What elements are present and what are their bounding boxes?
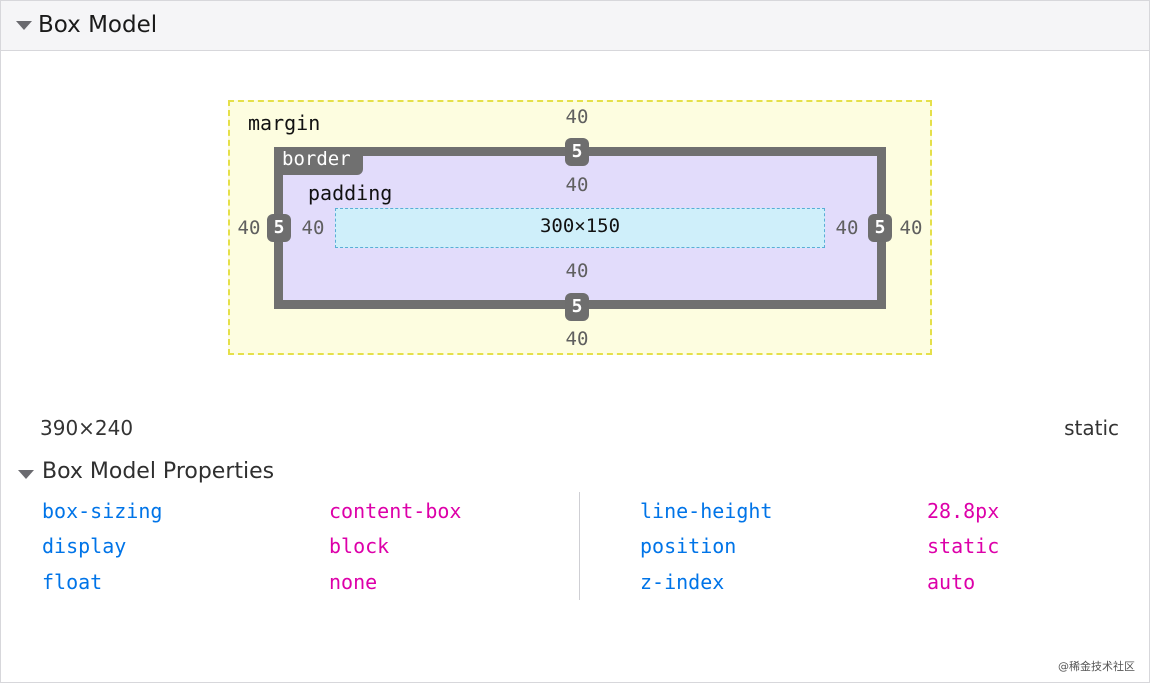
padding-right-value[interactable]: 40 [835, 217, 859, 239]
content-region [335, 208, 825, 248]
margin-top-value[interactable]: 40 [565, 106, 589, 128]
property-value[interactable]: static [927, 534, 1000, 558]
property-name[interactable]: z-index [640, 570, 725, 594]
property-value[interactable]: none [329, 570, 378, 594]
margin-label: margin [248, 111, 321, 135]
property-value[interactable]: block [329, 534, 390, 558]
property-name[interactable]: display [42, 534, 127, 558]
property-value[interactable]: 28.8px [927, 499, 1000, 523]
property-name[interactable]: position [640, 534, 737, 558]
border-top-value[interactable]: 5 [565, 138, 589, 166]
padding-top-value[interactable]: 40 [565, 174, 589, 196]
border-bottom-value[interactable]: 5 [565, 293, 589, 321]
border-right-value[interactable]: 5 [868, 214, 892, 242]
margin-bottom-value[interactable]: 40 [565, 328, 589, 350]
margin-left-value[interactable]: 40 [237, 217, 261, 239]
property-name[interactable]: float [42, 570, 103, 594]
property-value[interactable]: auto [927, 570, 976, 594]
box-model-header[interactable]: Box Model [1, 1, 1149, 51]
element-position: static [1064, 416, 1119, 440]
border-label: border [282, 148, 351, 170]
property-name[interactable]: line-height [640, 499, 773, 523]
padding-left-value[interactable]: 40 [301, 217, 325, 239]
properties-title: Box Model Properties [42, 459, 275, 484]
collapse-triangle-icon[interactable] [16, 21, 32, 30]
border-left-value[interactable]: 5 [267, 214, 291, 242]
margin-right-value[interactable]: 40 [899, 217, 923, 239]
content-size[interactable]: 300×150 [539, 215, 621, 237]
collapse-triangle-icon[interactable] [18, 470, 34, 479]
panel-title: Box Model [38, 12, 158, 38]
element-dimensions: 390×240 [40, 416, 134, 440]
column-divider [579, 492, 580, 600]
property-value[interactable]: content-box [329, 499, 462, 523]
padding-label: padding [308, 181, 393, 205]
padding-bottom-value[interactable]: 40 [565, 260, 589, 282]
border-label-tag: border [274, 147, 363, 175]
watermark: @稀金技术社区 [1058, 660, 1135, 673]
property-name[interactable]: box-sizing [42, 499, 163, 523]
